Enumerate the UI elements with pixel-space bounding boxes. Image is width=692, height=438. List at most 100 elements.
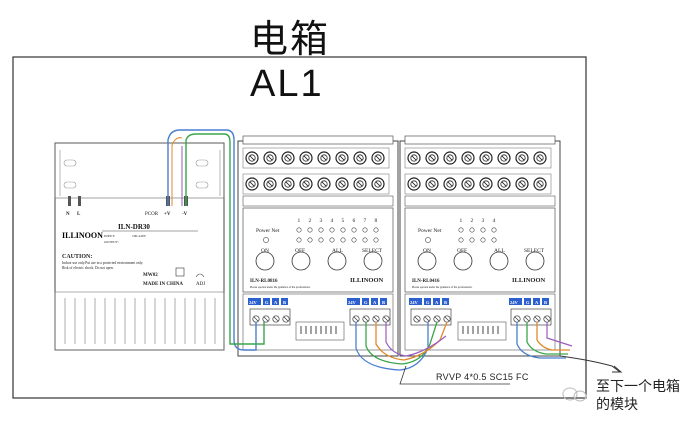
channel-number: 8 — [375, 218, 378, 224]
m1-on-button[interactable] — [255, 251, 275, 271]
m1-brand: ILLINOON — [350, 277, 384, 284]
m2-left-g: G — [426, 300, 430, 305]
m1-power-net: Power Net — [256, 228, 280, 234]
m1-right-g: G — [364, 300, 368, 305]
ps-output-label: OUTPUT: — [104, 240, 119, 244]
m1-all-label: ALL — [332, 248, 343, 254]
channel-led-top — [340, 227, 346, 233]
channel-number: 1 — [460, 218, 463, 224]
channel-led-top — [491, 227, 497, 233]
ps-label-minus-v: -V — [182, 212, 188, 217]
ps-adj-label: ADJ — [196, 282, 205, 287]
m1-left-a: A — [274, 300, 278, 305]
screw-slot — [249, 155, 255, 161]
screw-slot — [267, 155, 273, 161]
channel-number: 3 — [320, 218, 323, 224]
channel-led-top — [351, 227, 357, 233]
m1-power-led — [263, 237, 269, 243]
m2-select-button[interactable] — [525, 251, 545, 271]
m2-all-label: ALL — [494, 248, 505, 254]
m2-note: Please operate under the guidance of the… — [412, 286, 473, 289]
screw-slot — [519, 155, 525, 161]
wire-out-to-next — [559, 355, 621, 373]
power-supply: N L PCOR +V -V ILLINOON ILN-DR30 INPUT: … — [54, 142, 225, 351]
m2-right-24v: 24V — [510, 300, 519, 305]
m2-left-24v: 24V — [410, 300, 419, 305]
screw-slot — [357, 155, 363, 161]
channel-led-top — [307, 227, 313, 233]
screw-slot — [285, 155, 291, 161]
m1-left-b: B — [283, 300, 286, 305]
channel-led-top — [329, 227, 335, 233]
watermark-icon — [562, 387, 587, 402]
ps-model: ILN-DR30 — [118, 223, 150, 231]
m2-left-b: B — [444, 300, 447, 305]
ps-part-no: MW02 — [143, 273, 158, 278]
screw-row — [404, 173, 552, 195]
ps-terminal-l — [78, 196, 81, 206]
ps-label-plus-v: +V — [164, 212, 171, 217]
enclosure-outline — [12, 56, 587, 399]
screw-slot — [303, 181, 309, 187]
m2-power-led — [425, 237, 431, 243]
channel-led-bottom — [340, 237, 346, 243]
ps-brand: ILLINOON — [62, 231, 103, 240]
m2-all-button[interactable] — [489, 251, 509, 271]
channel-led-top — [373, 227, 379, 233]
wire-out-blue — [516, 322, 566, 359]
wire-24v-minus — [185, 133, 265, 345]
ps-made-in: MADE IN CHINA — [143, 282, 183, 287]
channel-led-bottom — [373, 237, 379, 243]
m2-right-terminal: 24V G A B — [509, 298, 552, 326]
ps-adj-box — [175, 267, 185, 277]
channel-number: 4 — [493, 218, 496, 224]
channel-led-bottom — [307, 237, 313, 243]
m2-off-button[interactable] — [453, 251, 473, 271]
m1-din-connector — [295, 321, 345, 341]
m2-off-label: OFF — [457, 248, 467, 254]
m1-select-button[interactable] — [363, 251, 383, 271]
screw-slot — [285, 181, 291, 187]
screw-slot — [411, 155, 417, 161]
screw-slot — [483, 155, 489, 161]
screw-slot — [447, 155, 453, 161]
channel-led-top — [458, 227, 464, 233]
ps-caution-line2: Risk of electric shock. Do not open. — [62, 266, 114, 270]
screw-slot — [249, 181, 255, 187]
channel-number: 2 — [309, 218, 312, 224]
channel-number: 5 — [342, 218, 345, 224]
channel-led-top — [480, 227, 486, 233]
m2-model: ILN-RL0416 — [412, 279, 440, 284]
channel-led-bottom — [329, 237, 335, 243]
screw-slot — [375, 181, 381, 187]
m2-brand: ILLINOON — [512, 277, 546, 284]
screw-slot — [339, 181, 345, 187]
screw-slot — [267, 181, 273, 187]
channel-led-bottom — [362, 237, 368, 243]
m1-select-label: SELECT — [362, 248, 383, 254]
m1-off-button[interactable] — [291, 251, 311, 271]
m2-on-button[interactable] — [417, 251, 437, 271]
m1-right-b: B — [382, 300, 385, 305]
screw-slot — [321, 155, 327, 161]
screw-slot — [429, 155, 435, 161]
wire-ps-orange — [171, 137, 183, 206]
screw-slot — [447, 181, 453, 187]
ps-caution-line1: Indoor use only.Put use in a protected e… — [62, 261, 143, 265]
channel-led-bottom — [318, 237, 324, 243]
adj-arrow-icon — [195, 273, 205, 278]
screw-slot — [303, 155, 309, 161]
channel-number: 3 — [482, 218, 485, 224]
ps-input-label: INPUT: — [104, 234, 115, 238]
cable-spec-label: RVVP 4*0.5 SC15 FC — [436, 372, 529, 382]
wire-out-orange — [536, 322, 570, 351]
m2-left-a: A — [435, 300, 439, 305]
wire-bus-blue — [355, 322, 429, 371]
m1-all-button[interactable] — [327, 251, 347, 271]
m2-right-a: A — [535, 300, 539, 305]
channel-led-bottom — [480, 237, 486, 243]
screw-slot — [465, 155, 471, 161]
